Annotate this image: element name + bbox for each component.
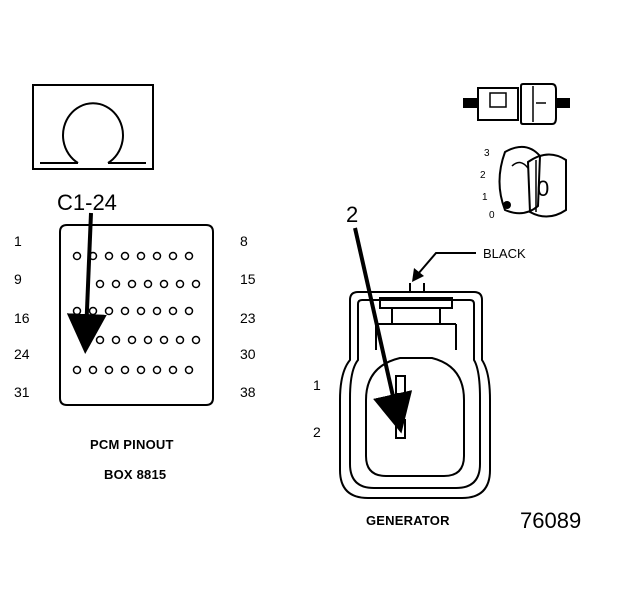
omega-symbol-box	[32, 84, 154, 170]
pcm-pin	[127, 335, 137, 345]
pcm-pin	[175, 279, 185, 289]
pcm-pin	[72, 251, 82, 261]
connector-side-view-inset	[463, 83, 570, 125]
generator-pin-2	[395, 419, 406, 439]
pcm-caption-line-1: PCM PINOUT	[90, 437, 174, 452]
pcm-row-4-end: 30	[240, 346, 256, 362]
pcm-pin	[95, 335, 105, 345]
pcm-pin	[104, 251, 114, 261]
pcm-pin-grid	[72, 251, 201, 375]
pcm-pin	[72, 365, 82, 375]
generator-pin-label-2: 2	[313, 424, 321, 440]
pcm-pin	[152, 365, 162, 375]
pcm-row-1-start: 1	[14, 233, 22, 249]
inset-key-letter: 0	[537, 176, 550, 201]
pcm-pin	[120, 306, 130, 316]
pcm-pin	[72, 306, 82, 316]
pcm-pin	[152, 306, 162, 316]
pcm-pin	[168, 306, 178, 316]
pcm-pin	[111, 279, 121, 289]
pcm-pin	[95, 279, 105, 289]
pcm-row-5-end: 38	[240, 384, 256, 400]
pcm-connector	[59, 224, 214, 406]
pcm-pin	[191, 279, 201, 289]
pcm-pin	[143, 335, 153, 345]
pcm-pin	[120, 365, 130, 375]
pcm-pin	[159, 335, 169, 345]
pcm-pin	[175, 335, 185, 345]
inset-position-0: 0	[489, 210, 495, 221]
pcm-pin	[104, 306, 114, 316]
pcm-pin	[191, 335, 201, 345]
wire-color-leader-arrowhead	[412, 268, 424, 282]
pcm-pin	[104, 365, 114, 375]
pcm-pin	[88, 365, 98, 375]
pcm-caption-line-2: BOX 8815	[104, 467, 167, 482]
pcm-row-3-start: 16	[14, 310, 30, 326]
pcm-pin	[168, 251, 178, 261]
pcm-pin	[136, 365, 146, 375]
pcm-row-2-start: 9	[14, 271, 22, 287]
wire-color-label: BLACK	[483, 246, 526, 261]
pcm-row-2-end: 15	[240, 271, 256, 287]
wire-color-leader	[417, 252, 476, 275]
generator-pin-1	[395, 375, 406, 395]
key-position-inset	[498, 145, 567, 218]
pcm-row-3-end: 23	[240, 310, 256, 326]
pcm-pin	[127, 279, 137, 289]
pcm-pin	[120, 251, 130, 261]
pcm-pin	[136, 251, 146, 261]
generator-callout-arrow	[353, 227, 413, 434]
pcm-pin	[184, 365, 194, 375]
pcm-pin	[136, 306, 146, 316]
pcm-pin	[88, 306, 98, 316]
pcm-row-1-end: 8	[240, 233, 248, 249]
pcm-pin	[111, 335, 121, 345]
pcm-row-5-start: 31	[14, 384, 30, 400]
generator-pin-callout: 2	[346, 202, 359, 227]
pcm-pin	[143, 279, 153, 289]
pcm-pin	[184, 306, 194, 316]
pcm-pin	[184, 251, 194, 261]
generator-caption: GENERATOR	[366, 513, 450, 528]
inset-position-1: 1	[482, 192, 488, 203]
figure-number: 76089	[520, 508, 582, 533]
inset-position-3: 3	[484, 148, 490, 159]
pcm-pin	[159, 279, 169, 289]
pcm-row-4-start: 24	[14, 346, 30, 362]
inset-position-2: 2	[480, 170, 486, 181]
generator-connector	[339, 283, 491, 499]
generator-pin-label-1: 1	[313, 377, 321, 393]
pcm-callout-arrow	[66, 212, 107, 354]
pcm-pin	[168, 365, 178, 375]
pcm-pin-callout: C1-24	[57, 190, 117, 215]
pcm-pin	[152, 251, 162, 261]
